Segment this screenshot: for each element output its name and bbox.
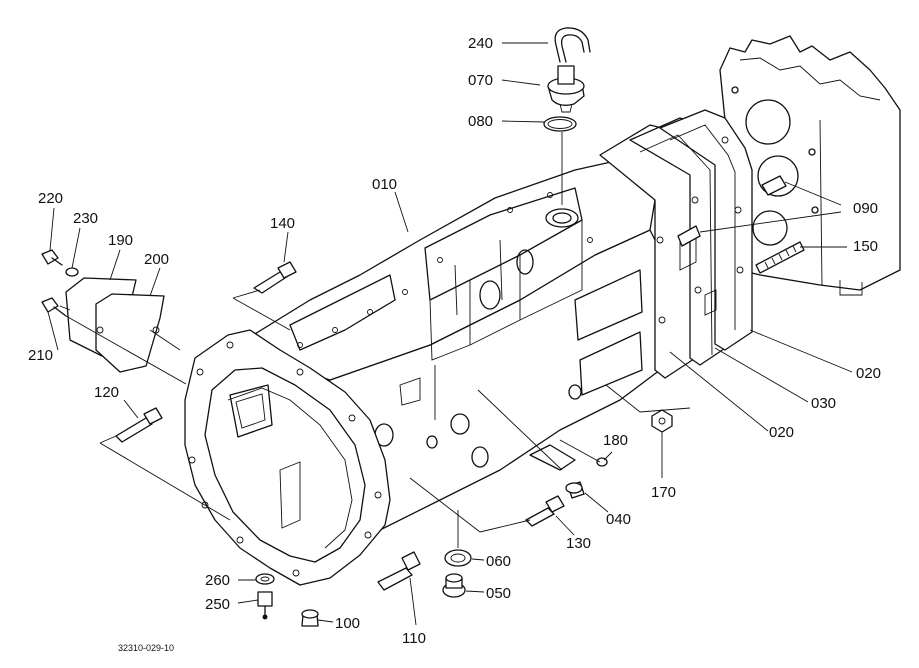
- label-130: 130: [566, 535, 591, 552]
- plug-040: [565, 481, 585, 499]
- bolt-130: [525, 495, 565, 527]
- washer-230: [65, 267, 79, 277]
- label-060: 060: [486, 553, 511, 570]
- label-030: 030: [811, 395, 836, 412]
- assembly-lines: [59, 289, 691, 548]
- plug-050: [442, 573, 466, 598]
- figure-reference-code: 32310-029-10: [118, 643, 174, 653]
- dowel-pins-090: [677, 175, 787, 247]
- washer-260: [255, 573, 275, 585]
- plug-180: [596, 457, 608, 467]
- label-050: 050: [486, 585, 511, 602]
- label-090: 090: [853, 200, 878, 217]
- front-bell-housing: [184, 329, 391, 586]
- label-220: 220: [38, 190, 63, 207]
- filler-cap-070: [547, 65, 585, 113]
- label-230: 230: [73, 210, 98, 227]
- label-200: 200: [144, 251, 169, 268]
- bolt-110: [377, 551, 421, 591]
- label-100: 100: [335, 615, 360, 632]
- label-240: 240: [468, 35, 493, 52]
- bolt-220: [41, 249, 63, 266]
- label-150: 150: [853, 238, 878, 255]
- seal-060: [444, 549, 472, 567]
- cover-plate-200: [95, 293, 165, 373]
- stud-bolt-150: [755, 241, 805, 274]
- nut-170: [651, 409, 673, 433]
- label-080: 080: [468, 113, 493, 130]
- label-250: 250: [205, 596, 230, 613]
- label-120: 120: [94, 384, 119, 401]
- label-110: 110: [402, 630, 426, 647]
- plug-100: [301, 609, 319, 627]
- bolt-120: [115, 407, 163, 443]
- label-210: 210: [28, 347, 53, 364]
- engine-rear-plate: [719, 35, 901, 296]
- label-190: 190: [108, 232, 133, 249]
- label-010: 010: [372, 176, 397, 193]
- label-020-upper: 020: [856, 365, 881, 382]
- part-labels: 240 070 080 010 090 150 220 230 190 200 …: [28, 35, 881, 647]
- dipstick-240: [554, 27, 591, 63]
- breather-250: [257, 591, 273, 620]
- bolt-140: [253, 261, 297, 294]
- label-170: 170: [651, 484, 676, 501]
- label-020-lower: 020: [769, 424, 794, 441]
- label-070: 070: [468, 72, 493, 89]
- label-260: 260: [205, 572, 230, 589]
- label-180: 180: [603, 432, 628, 449]
- label-140: 140: [270, 215, 295, 232]
- rear-gaskets-and-plates: [599, 109, 753, 379]
- o-ring-080: [543, 116, 577, 132]
- label-leaders: [47, 42, 853, 626]
- bolt-210: [41, 297, 67, 317]
- label-040: 040: [606, 511, 631, 528]
